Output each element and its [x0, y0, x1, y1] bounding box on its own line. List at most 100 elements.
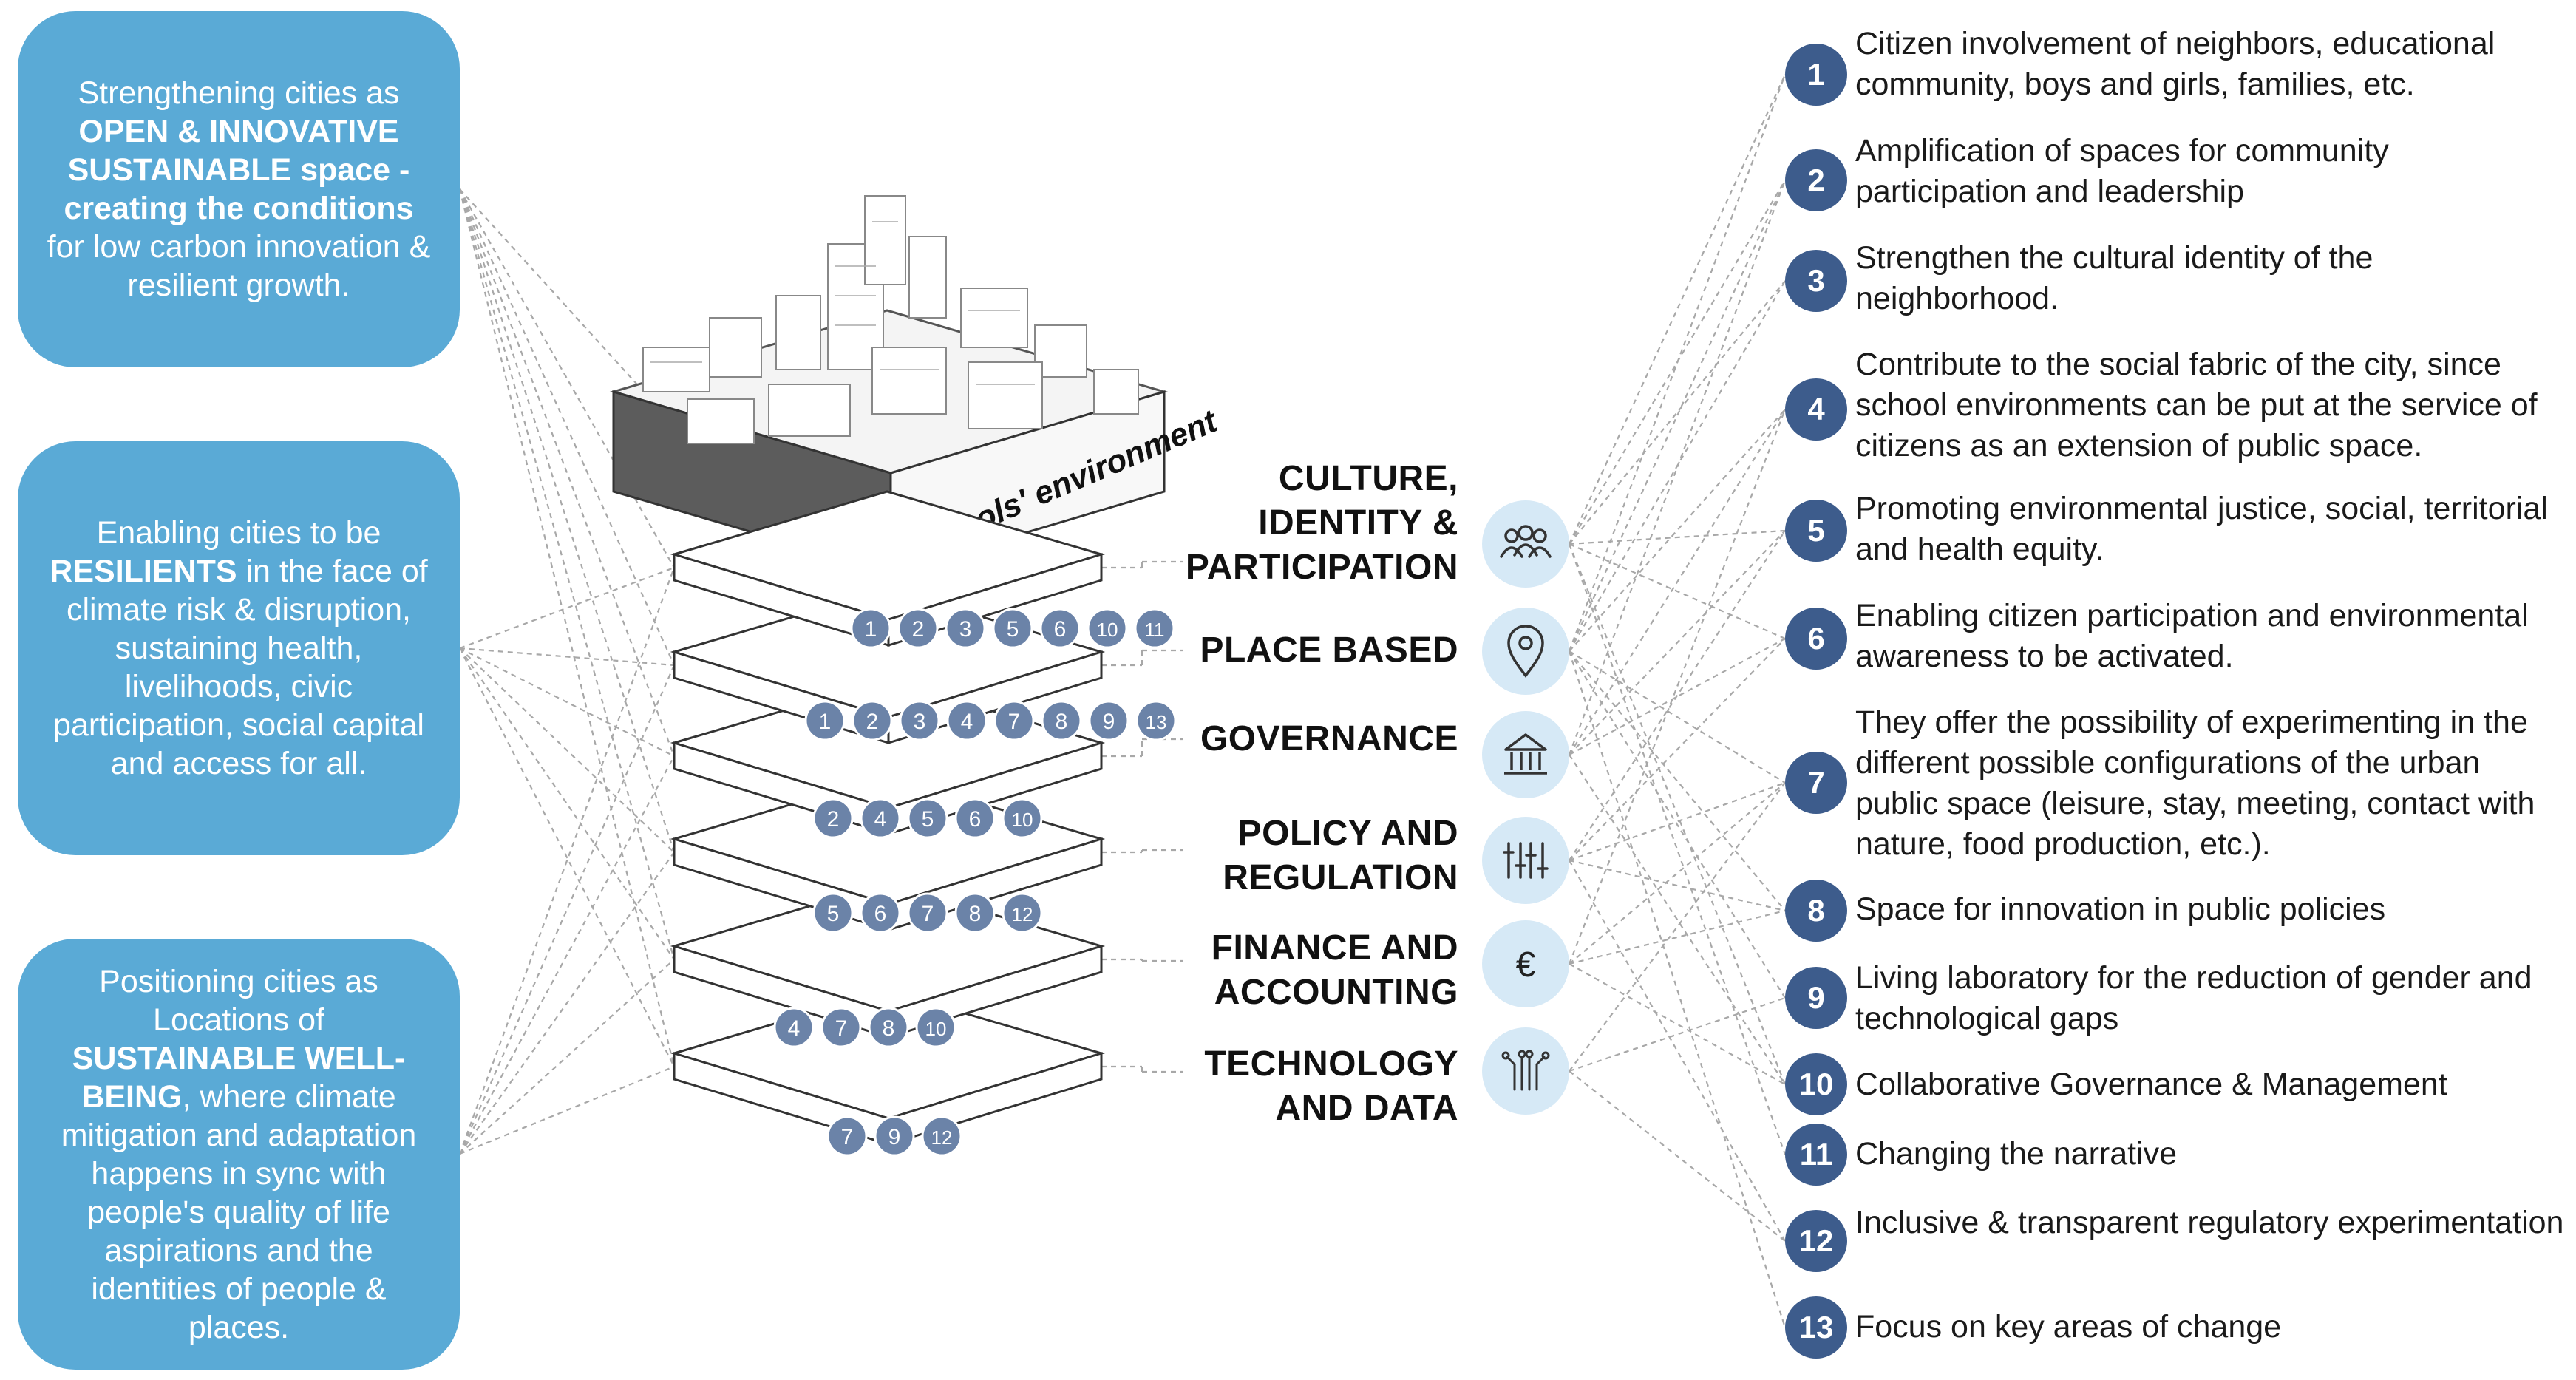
layer-action-badge: 7	[826, 1115, 868, 1157]
action-text-10: Collaborative Governance & Management	[1855, 1067, 2447, 1102]
svg-text:2: 2	[866, 710, 879, 734]
dimension-label-culture: CULTURE, IDENTITY & PARTICIPATION	[1185, 459, 1458, 587]
goal-emphasis: OPEN & INNOVATIVE SUSTAINABLE space - cr…	[64, 114, 414, 226]
goal-to-layer-connector	[458, 188, 676, 960]
goal-to-layer-connector	[459, 852, 675, 1155]
dimension-to-action-connector	[1569, 754, 1786, 1085]
connector-lines	[458, 74, 1787, 1328]
layer-action-badge: 13	[1135, 700, 1177, 741]
goal-to-layer-connector	[459, 647, 675, 960]
dimension-to-action-connector	[1569, 650, 1786, 999]
dimension-to-action-connector	[1569, 650, 1786, 784]
svg-text:13: 13	[1146, 711, 1167, 733]
sliders-icon	[1482, 817, 1569, 904]
dimension-label-finance: FINANCE AND ACCOUNTING	[1211, 928, 1458, 1012]
layer-action-badge: 2	[812, 798, 854, 839]
goal-to-layer-connector	[458, 188, 676, 1067]
dimension-to-action-connector	[1569, 530, 1786, 861]
layer-slab	[670, 490, 1106, 647]
svg-text:2: 2	[912, 617, 925, 642]
action-number-5: 5	[1785, 500, 1847, 562]
dimension-to-action-connector	[1569, 1070, 1786, 1242]
action-text-3: Strengthen the cultural identity of the …	[1855, 240, 2373, 316]
action-text-8: Space for innovation in public policies	[1855, 891, 2386, 927]
svg-text:10: 10	[925, 1018, 947, 1040]
goal-to-layer-connector	[458, 567, 676, 1155]
layer-action-badge: 3	[945, 608, 986, 649]
layer-action-badge: 8	[1041, 700, 1082, 741]
svg-text:7: 7	[1008, 710, 1021, 734]
svg-text:5: 5	[827, 902, 840, 926]
goal-to-layer-connector	[459, 647, 675, 1067]
dimension-to-action-connector	[1569, 543, 1786, 640]
dimension-to-action-connector	[1568, 180, 1787, 755]
layer-action-badge: 2	[897, 608, 939, 649]
layer-action-badge: 7	[907, 892, 948, 934]
dimension-label-place-based: PLACE BASED	[1200, 630, 1458, 670]
svg-text:9: 9	[888, 1125, 901, 1149]
dimension-to-action-connector	[1569, 529, 1786, 545]
svg-text:8: 8	[883, 1016, 895, 1041]
goal-box-well-being: Positioning cities as Locations of SUSTA…	[18, 939, 460, 1370]
goal-text: in the face of climate risk & disruption…	[53, 554, 428, 781]
dimension-label-technology: TECHNOLOGY AND DATA	[1204, 1044, 1458, 1128]
dimension-to-action-connector	[1569, 409, 1786, 652]
layer-action-badge: 6	[1039, 608, 1081, 649]
goal-box-open-innovative: Strengthening cities as OPEN & INNOVATIV…	[18, 11, 460, 367]
layer-action-badge: 6	[860, 892, 901, 934]
dimension-to-action-connector	[1569, 782, 1786, 965]
svg-text:7: 7	[841, 1125, 854, 1149]
action-number-10: 10	[1785, 1053, 1847, 1115]
svg-text:1: 1	[865, 617, 877, 642]
dimension-to-action-connector	[1568, 543, 1787, 1085]
dimension-to-action-connector	[1569, 909, 1786, 965]
action-number-7: 7	[1785, 752, 1847, 814]
action-number-9: 9	[1785, 967, 1847, 1029]
goal-to-layer-connector	[459, 959, 675, 1155]
dimension-to-action-connector	[1569, 530, 1786, 755]
svg-text:10: 10	[1012, 809, 1033, 831]
svg-text:1: 1	[819, 710, 832, 734]
svg-text:6: 6	[874, 902, 887, 926]
svg-text:8: 8	[969, 902, 982, 926]
svg-text:7: 7	[922, 902, 934, 926]
svg-text:4: 4	[788, 1016, 801, 1041]
action-text-11: Changing the narrative	[1855, 1136, 2178, 1172]
government-building-icon	[1482, 711, 1569, 798]
layer-action-badge: 5	[812, 892, 854, 934]
svg-text:4: 4	[961, 710, 973, 734]
action-text-12: Inclusive & transparent regulatory exper…	[1855, 1205, 2564, 1240]
goal-text: Strengthening cities as	[78, 75, 400, 111]
layer-action-badge: 2	[852, 700, 893, 741]
svg-text:5: 5	[922, 807, 934, 832]
dimension-to-action-connector	[1569, 996, 1786, 1073]
goal-to-layer-connector	[459, 755, 675, 1155]
action-number-12: 12	[1785, 1210, 1847, 1272]
layer-action-badge: 10	[915, 1007, 956, 1048]
goal-emphasis: RESILIENTS	[50, 554, 237, 589]
dimension-to-action-connector	[1568, 650, 1787, 1328]
action-number-3: 3	[1785, 250, 1847, 312]
layer-action-badge: 7	[993, 700, 1035, 741]
action-number-6: 6	[1785, 608, 1847, 670]
dimension-to-action-connector	[1569, 963, 1786, 1085]
svg-text:12: 12	[931, 1126, 953, 1149]
layer-action-badge: 10	[1087, 608, 1128, 649]
layer-action-badge: 9	[1088, 700, 1129, 741]
action-number-13: 13	[1785, 1296, 1847, 1359]
action-number-8: 8	[1785, 880, 1847, 942]
layer-action-badge: 5	[992, 608, 1033, 649]
action-text-9: Living laboratory for the reduction of g…	[1855, 960, 2532, 1036]
action-number-1: 1	[1785, 44, 1847, 106]
layer-action-badge: 12	[921, 1115, 962, 1157]
people-group-icon	[1482, 500, 1569, 588]
action-number-4: 4	[1785, 378, 1847, 441]
svg-text:3: 3	[914, 710, 926, 734]
svg-text:8: 8	[1056, 710, 1068, 734]
layer-action-badge: 1	[850, 608, 891, 649]
layer-action-badge: 4	[773, 1007, 815, 1048]
layer-action-badge: 11	[1134, 608, 1175, 649]
goal-text: , where climate mitigation and adaptatio…	[61, 1078, 417, 1345]
